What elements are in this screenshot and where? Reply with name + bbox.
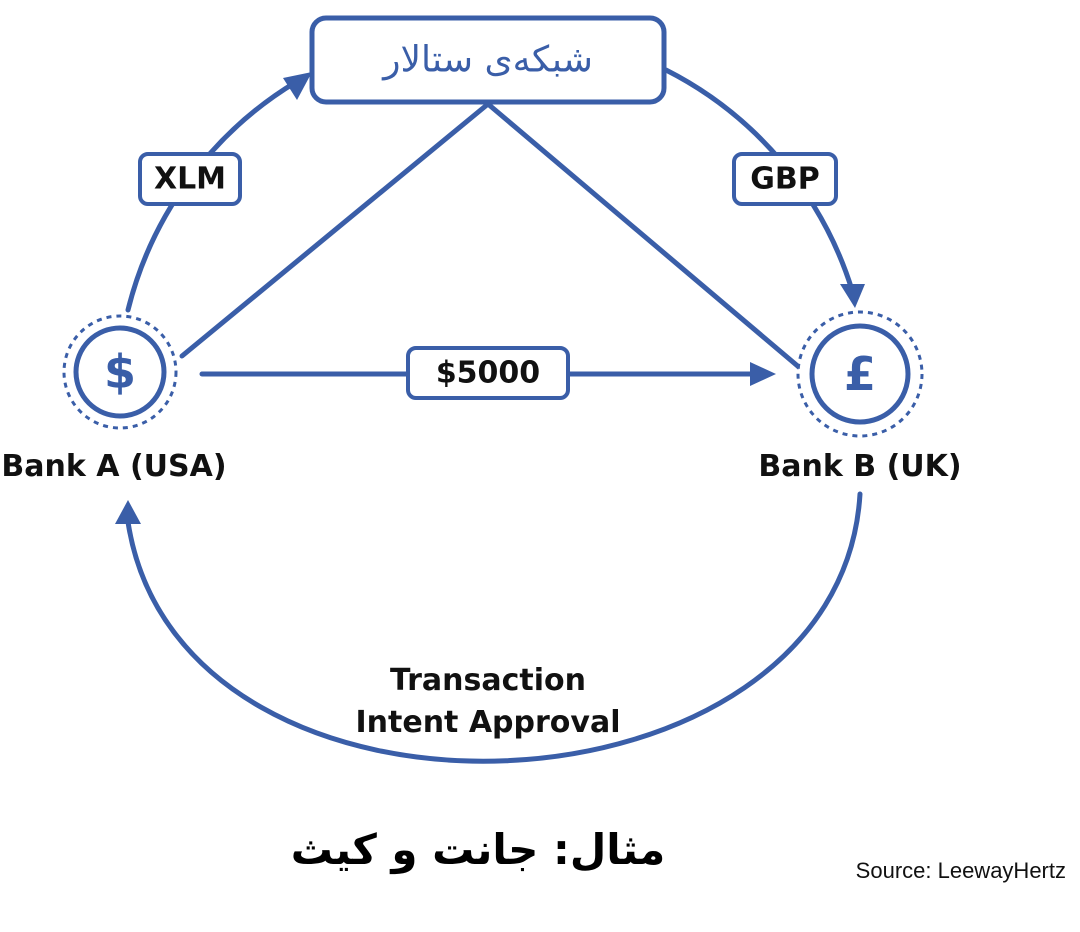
dollar-icon: $ [104, 345, 136, 399]
stellar-network-label: شبکەی ستالار [381, 40, 593, 81]
bank-b-inner-ring [809, 323, 911, 425]
arrowhead-transfer [750, 362, 776, 386]
approval-label-line1: Transaction [390, 663, 586, 698]
bank-a-node: $ [62, 314, 178, 430]
bank-b-label: Bank B (UK) [758, 449, 961, 484]
stellar-network-box: شبکەی ستالار [309, 15, 667, 105]
source-credit: Source: LeewayHertz [856, 858, 1066, 883]
arc-approval [125, 491, 863, 764]
xlm-label: XLM [154, 162, 226, 197]
arrowhead-bank-b-top [840, 284, 865, 308]
amount-badge: $5000 [406, 346, 570, 400]
arrowhead-network [283, 72, 312, 100]
xlm-badge: XLM [138, 152, 242, 206]
gbp-label: GBP [750, 162, 819, 197]
caption: مثال: جانت و کیث [291, 825, 665, 875]
gbp-badge: GBP [732, 152, 838, 206]
line-network-to-bank-a [179, 101, 491, 359]
bank-a-label: Bank A (USA) [1, 449, 226, 484]
bank-a-inner-ring [73, 325, 167, 419]
arrowhead-bank-a-bottom [115, 500, 141, 524]
line-network-to-bank-b [485, 101, 803, 371]
bank-b-node: £ [796, 310, 924, 438]
pound-icon: £ [844, 347, 876, 401]
approval-label-line2: Intent Approval [355, 705, 620, 740]
amount-label: $5000 [436, 356, 540, 391]
